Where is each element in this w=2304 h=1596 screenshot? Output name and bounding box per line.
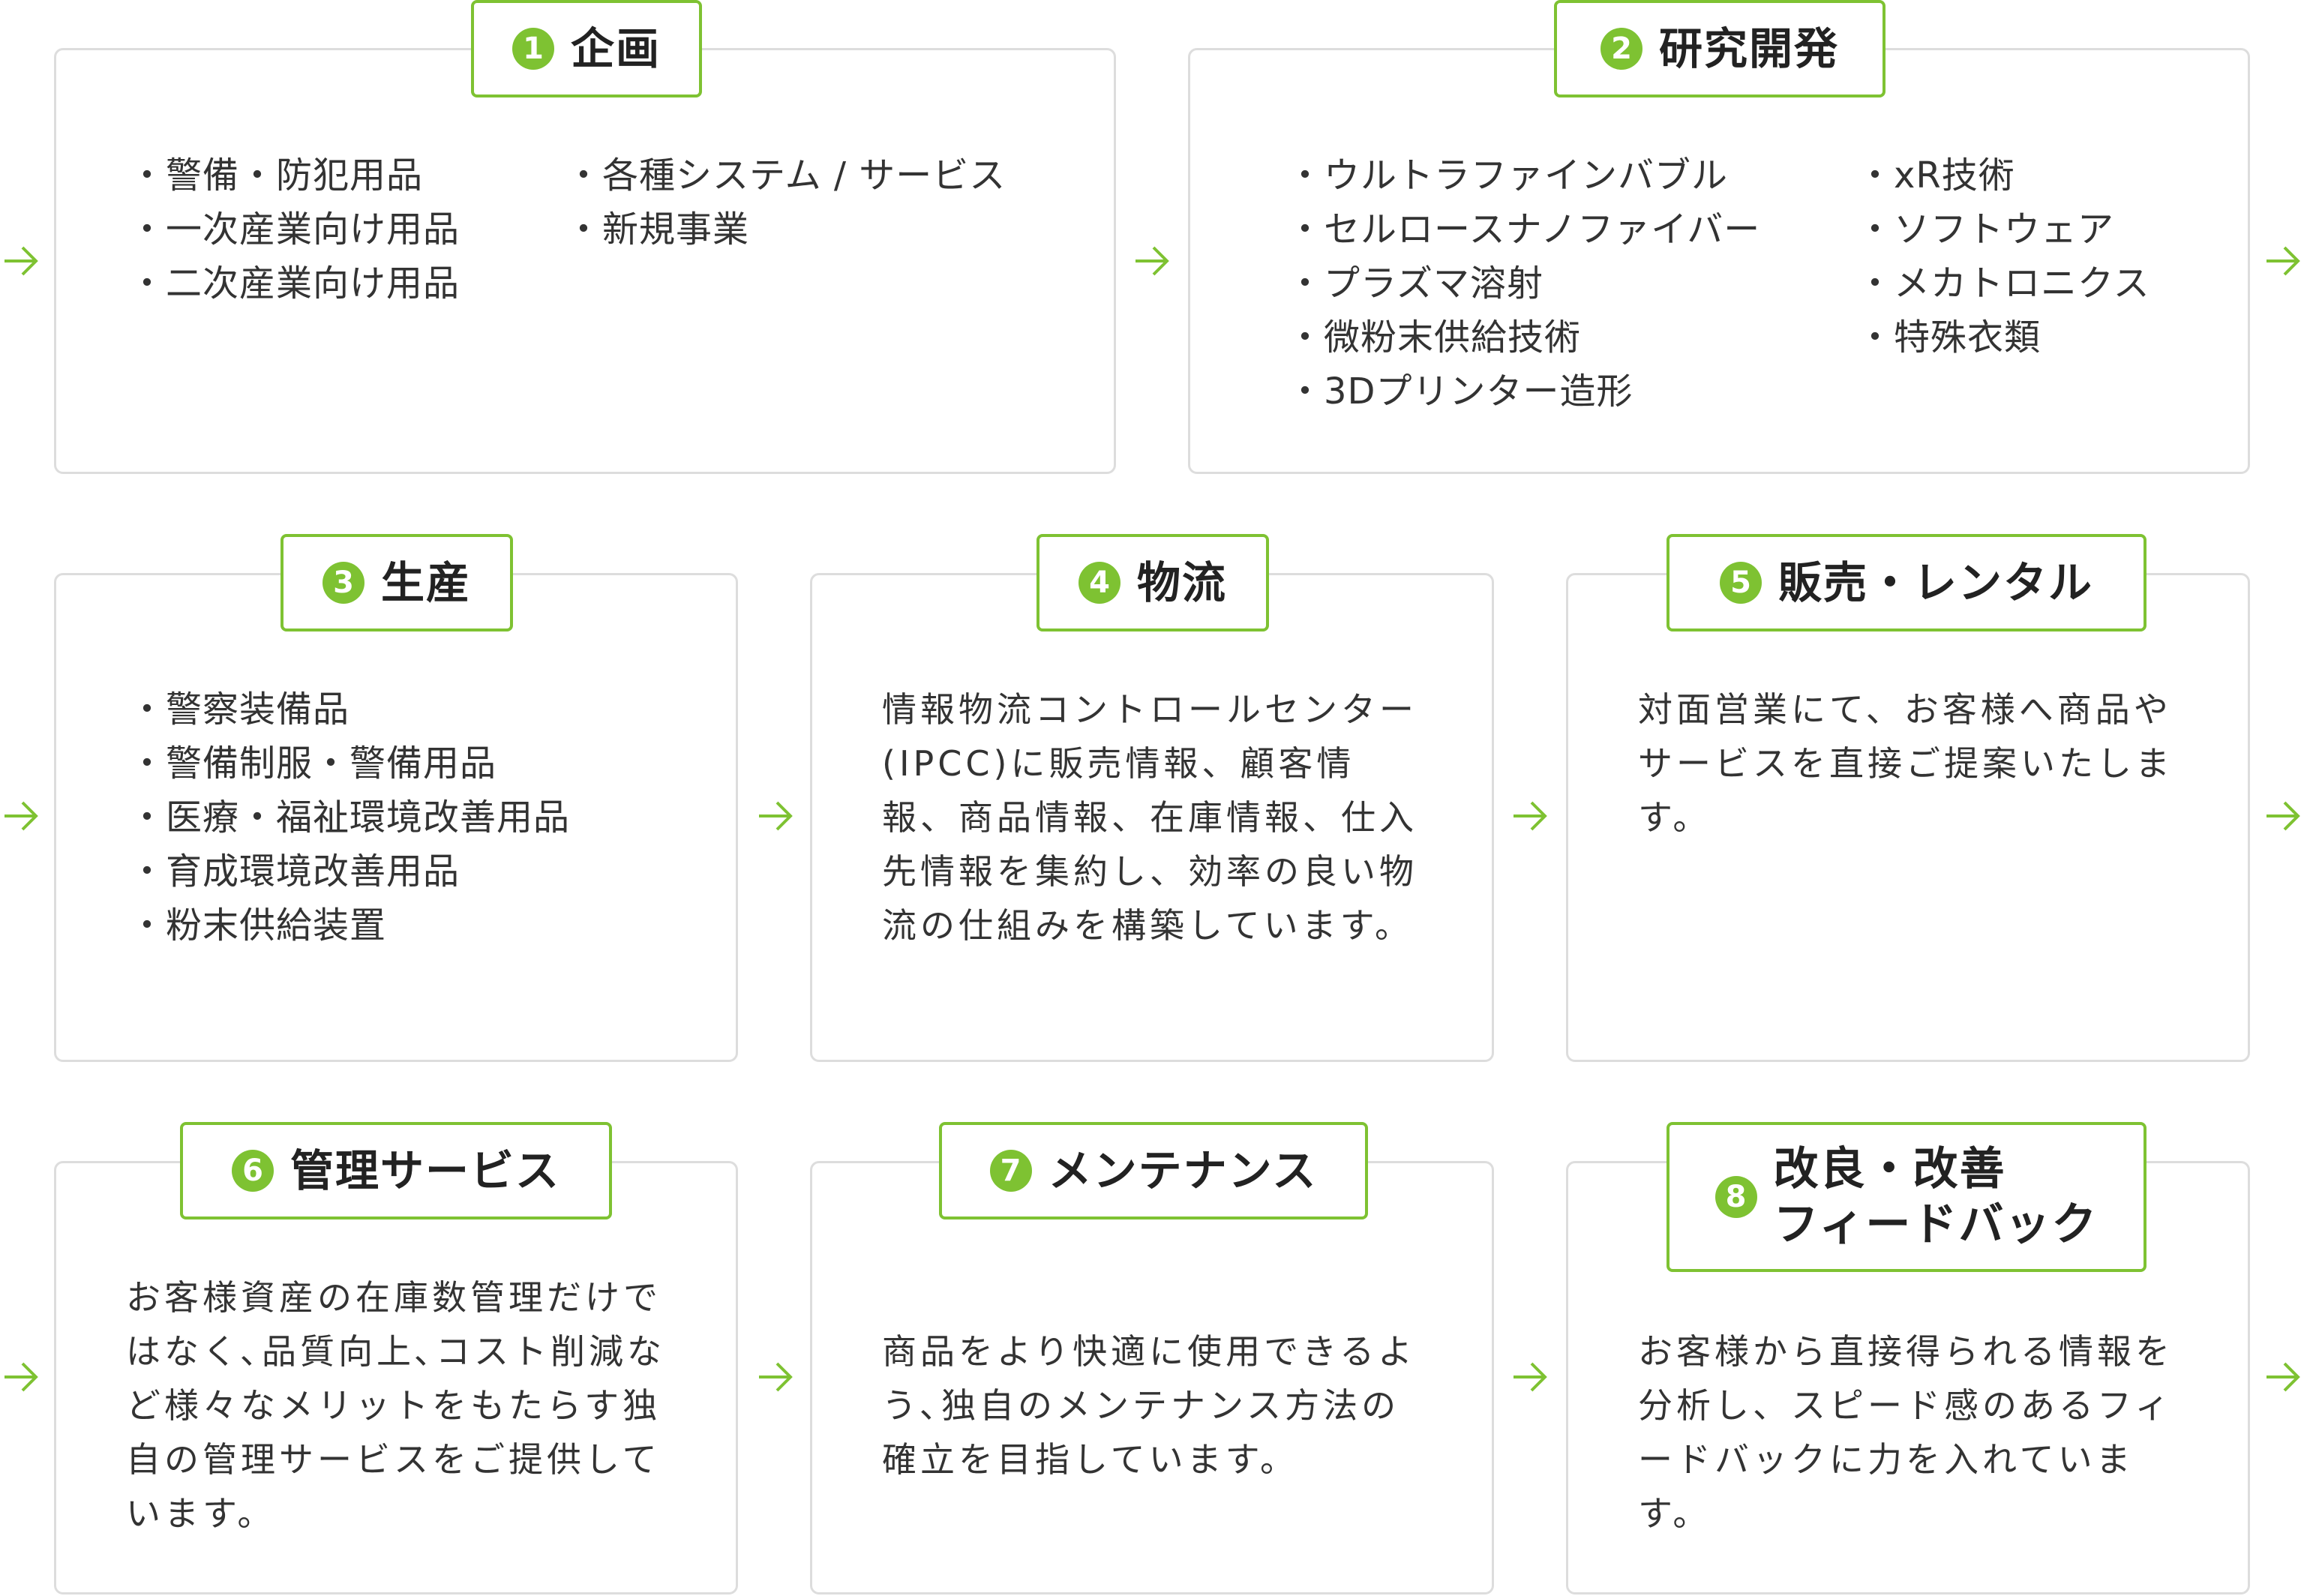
step-card-sales [1566,573,2250,1062]
list-item: メカトロニクス [1857,256,2150,310]
step-tag-logistics: 4 物流 [1036,534,1269,632]
planning-list-col2: 各種システム / サービス 新規事業 [566,148,1006,256]
production-list: 警察装備品 警備制服・警備用品 医療・福祉環境改善用品 育成環境改善用品 粉末供… [129,682,570,952]
list-item: セルロースナノファイバー [1287,202,1760,256]
step-description: お客様資産の在庫数管理だけではなく､品質向上､コスト削減など様々なメリットをもた… [126,1277,665,1534]
step-title-line: フィードバック [1773,1198,2098,1251]
step-tag-research: 2 研究開発 [1554,0,1886,98]
arrow-right-icon [2266,246,2300,276]
list-item: 二次産業向け用品 [129,256,460,310]
arrow-right-icon [1514,1362,1547,1392]
research-list-col2: xR技術 ソフトウェア メカトロニクス 特殊衣類 [1857,148,2150,364]
arrow-right-icon [759,801,793,831]
step-title: 販売・レンタル [1778,557,2093,608]
step-card-maintenance [810,1161,1494,1594]
list-item: xR技術 [1857,148,2150,202]
step-tag-maintenance: 7 メンテナンス [939,1122,1368,1220]
arrow-right-icon [1514,801,1547,831]
step-number-badge: 7 [989,1150,1032,1192]
list-item: ウルトラファインバブル [1287,148,1760,202]
research-list-col1: ウルトラファインバブル セルロースナノファイバー プラズマ溶射 微粉末供給技術 … [1287,148,1760,418]
step-tag-feedback: 8 改良・改善 フィードバック [1666,1122,2146,1272]
step-number-badge: 3 [322,562,364,604]
list-item: 特殊衣類 [1857,310,2150,364]
step-tag-management: 6 管理サービス [180,1122,612,1220]
step-tag-sales: 5 販売・レンタル [1666,534,2146,632]
step-number-badge: 1 [512,28,554,70]
list-item: 警察装備品 [129,682,570,736]
step-description: お客様から直接得られる情報を分析し、スピード感のあるフィードバックに力を入れてい… [1638,1331,2174,1534]
step-card-management [54,1161,738,1594]
list-item: 育成環境改善用品 [129,844,570,898]
arrow-right-icon [4,246,38,276]
step-description: 商品をより快適に使用できるよう､独自のメンテナンス方法の確立を目指しています。 [882,1331,1417,1480]
step-title: 物流 [1136,557,1227,608]
list-item: 警備・防犯用品 [129,148,460,202]
list-item: プラズマ溶射 [1287,256,1760,310]
arrow-right-icon [2266,801,2300,831]
step-title: メンテナンス [1048,1145,1318,1196]
arrow-right-icon [4,801,38,831]
step-number-badge: 6 [231,1150,274,1192]
step-title: 改良・改善 フィードバック [1774,1142,2098,1252]
list-item: 新規事業 [566,202,1006,256]
step-title: 管理サービス [290,1145,560,1196]
step-tag-production: 3 生産 [280,534,513,632]
step-title: 生産 [380,557,471,608]
step-card-logistics [810,573,1494,1062]
list-item: ソフトウェア [1857,202,2150,256]
step-number-badge: 5 [1719,562,1762,604]
list-item: 警備制服・警備用品 [129,736,570,790]
arrow-right-icon [2266,1362,2300,1392]
step-number-badge: 4 [1078,562,1120,604]
step-number-badge: 2 [1600,28,1642,70]
arrow-right-icon [759,1362,793,1392]
step-description: 対面営業にて、お客様へ商品やサービスを直接ご提案いたします。 [1638,689,2174,838]
list-item: 各種システム / サービス [566,148,1006,202]
planning-list-col1: 警備・防犯用品 一次産業向け用品 二次産業向け用品 [129,148,460,310]
list-item: 一次産業向け用品 [129,202,460,256]
list-item: 微粉末供給技術 [1287,310,1760,364]
step-tag-planning: 1 企画 [471,0,702,98]
list-item: 粉末供給装置 [129,898,570,952]
arrow-right-icon [4,1362,38,1392]
step-description: 情報物流コントロールセンター(IPCC)に販売情報、顧客情報、商品情報、在庫情報… [882,689,1418,946]
list-item: 医療・福祉環境改善用品 [129,790,570,844]
step-title-line: 改良・改善 [1773,1143,2006,1196]
arrow-right-icon [1136,246,1169,276]
list-item: 3Dプリンター造形 [1287,364,1760,418]
step-title: 研究開発 [1658,23,1839,74]
step-number-badge: 8 [1714,1176,1757,1218]
step-title: 企画 [570,23,661,74]
